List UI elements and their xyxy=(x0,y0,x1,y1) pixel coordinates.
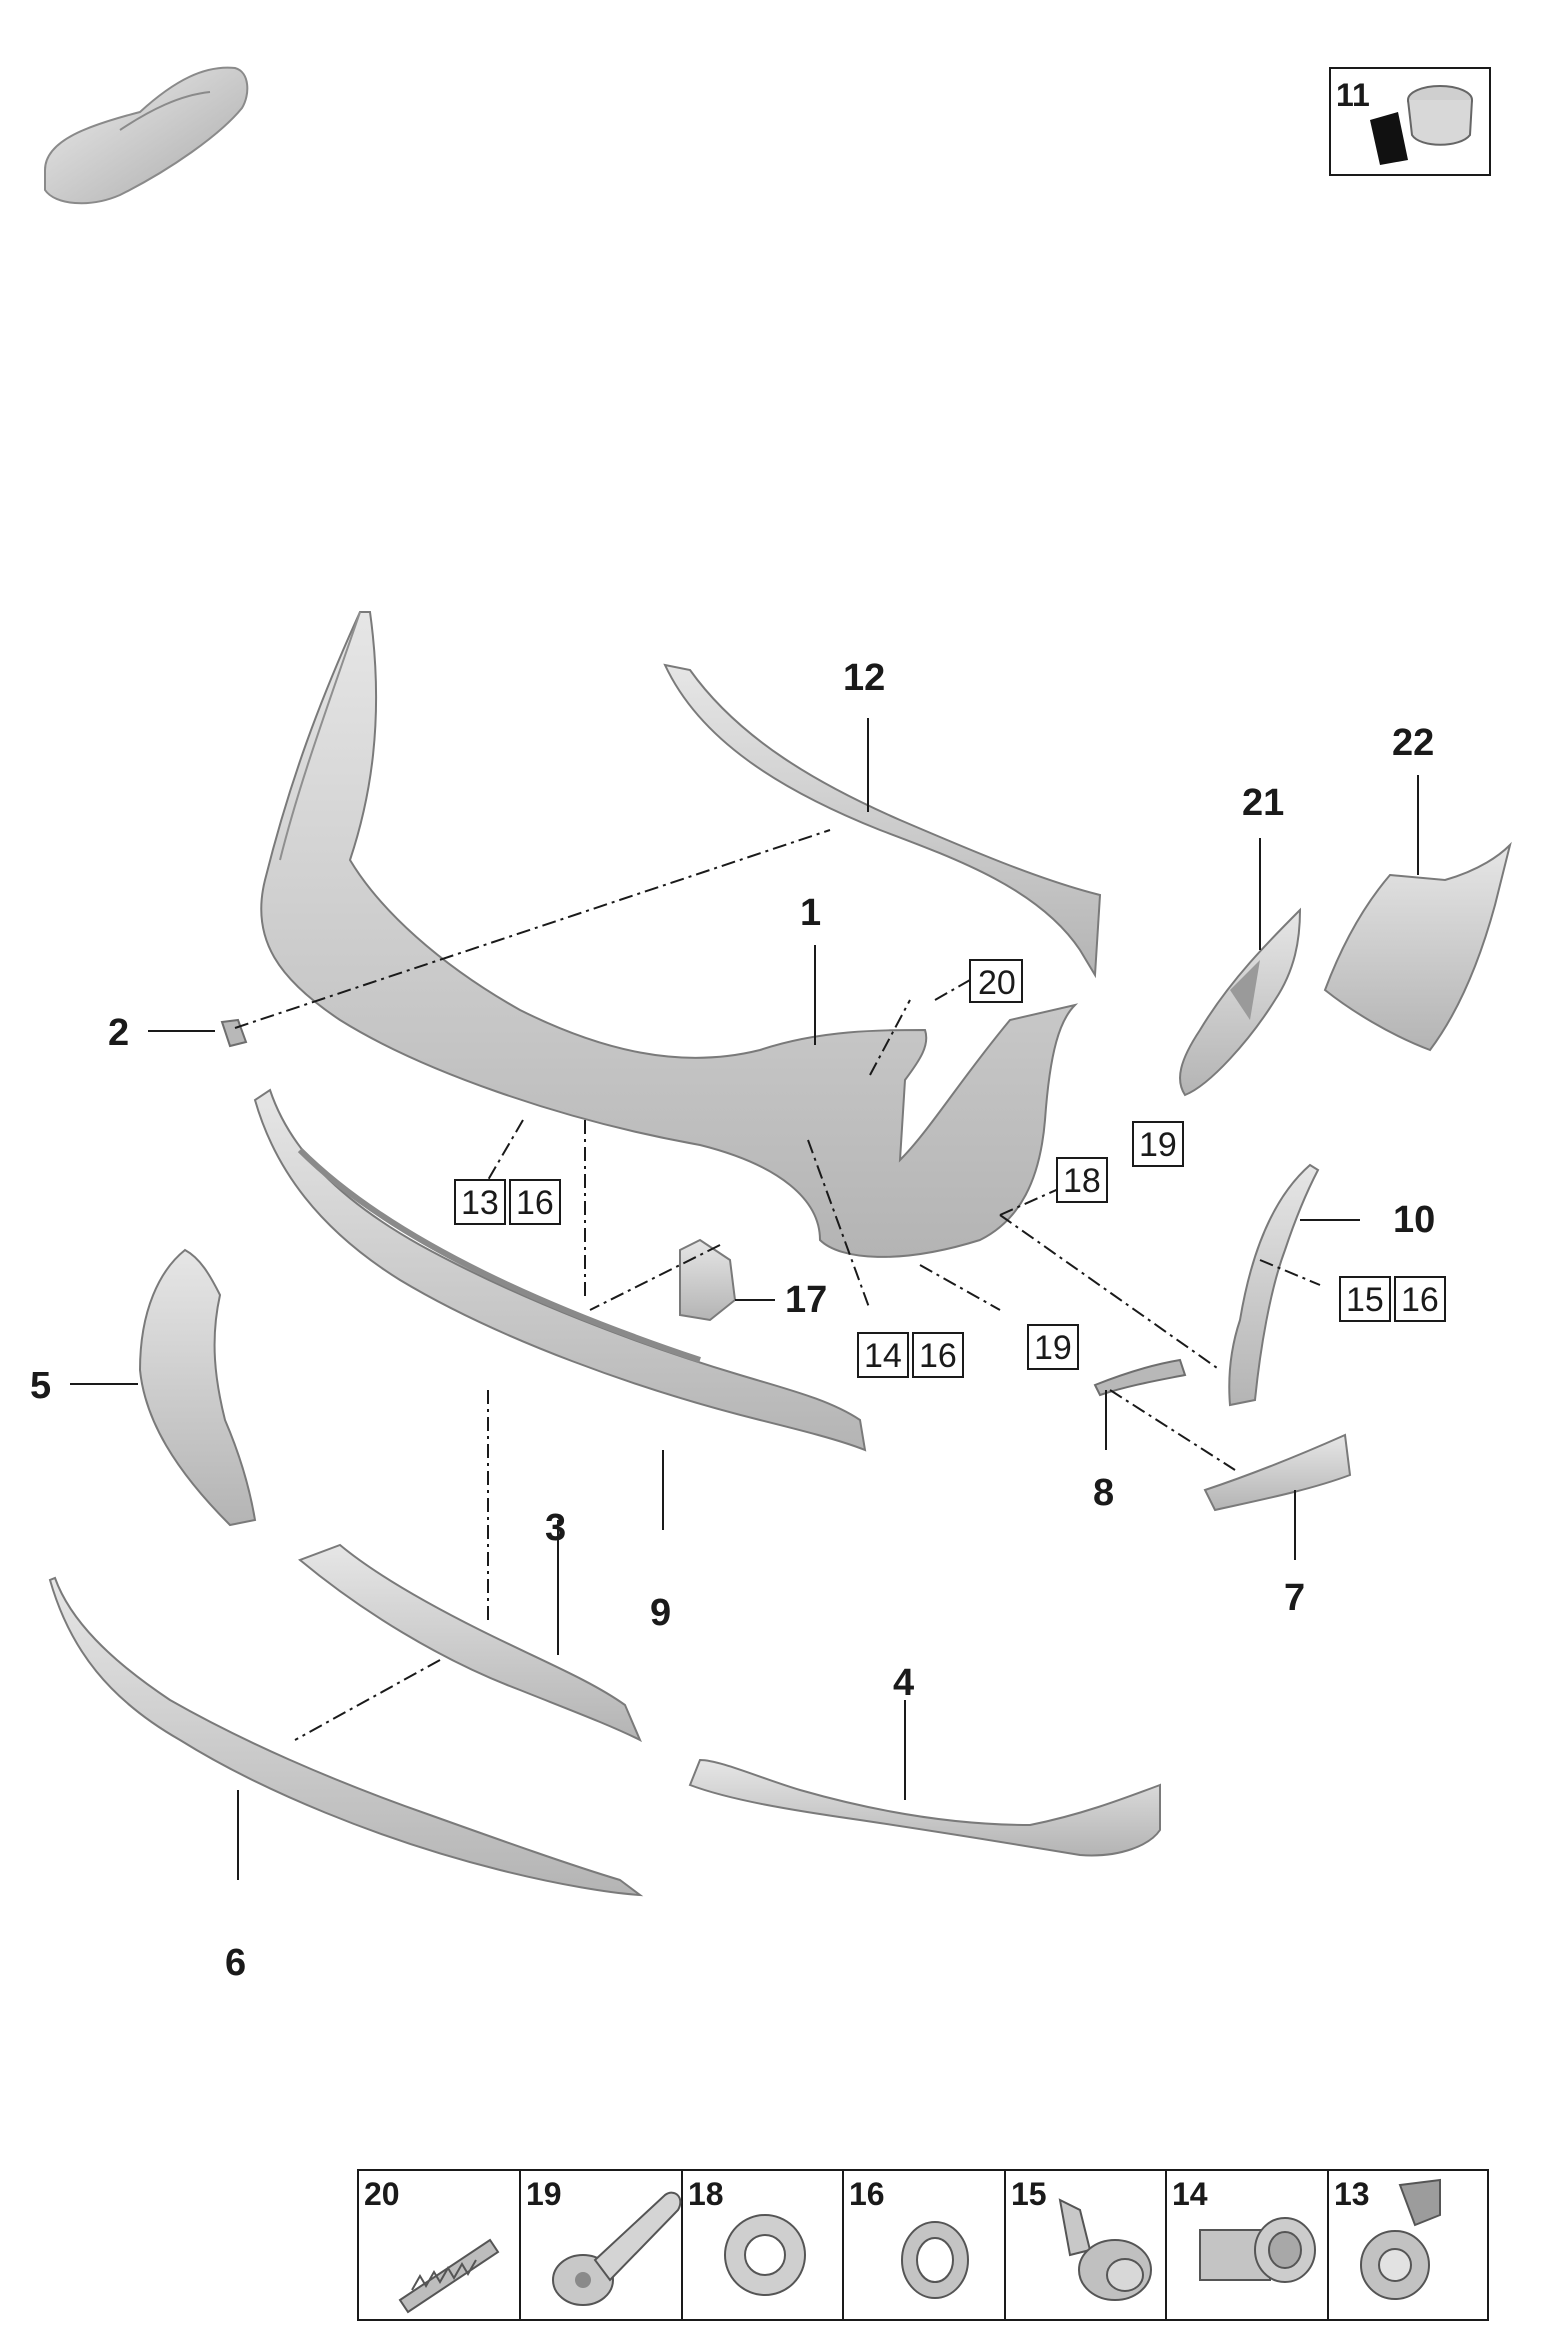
screw-icon xyxy=(552,2191,682,2306)
legend-item-18: 18 xyxy=(688,2176,806,2296)
part-12-upper-trim xyxy=(663,663,1102,979)
connection-lines xyxy=(234,829,1321,1741)
legend-item-15: 15 xyxy=(1011,2176,1152,2301)
part-2-clip xyxy=(220,1018,248,1048)
part-6-left-spoiler xyxy=(48,1576,644,1897)
boxed-references: 20 13 16 19 18 15 16 14 16 19 xyxy=(454,959,1446,1378)
part-10-side-trim xyxy=(1228,1163,1320,1407)
sensor-bracket-icon xyxy=(1360,2178,1441,2300)
callout-6: 6 xyxy=(225,1942,246,1984)
leader-lines xyxy=(70,718,1419,1880)
clip-strip-icon xyxy=(398,2238,500,2314)
svg-text:14: 14 xyxy=(1172,2176,1208,2212)
callout-2: 2 xyxy=(108,1012,129,1054)
sensor-holder-icon xyxy=(1199,2217,1316,2283)
vehicle-thumbnail-icon xyxy=(44,66,249,205)
ref-15: 15 xyxy=(1346,1281,1384,1319)
ref-16-b: 16 xyxy=(1401,1281,1439,1319)
ref-13: 13 xyxy=(461,1184,499,1222)
part-1-bumper-cover xyxy=(260,611,1079,1258)
callout-numbers: 1 2 3 4 5 6 7 8 9 10 12 17 21 22 xyxy=(30,657,1435,1984)
legend-item-20: 20 xyxy=(364,2176,500,2314)
part-22-bracket xyxy=(1323,841,1512,1052)
callout-17: 17 xyxy=(785,1279,827,1321)
callout-4: 4 xyxy=(893,1662,914,1704)
part-21-grille-insert xyxy=(1179,907,1302,1097)
part-17-bracket xyxy=(679,1238,737,1322)
svg-text:15: 15 xyxy=(1011,2176,1047,2212)
callout-3: 3 xyxy=(545,1507,566,1549)
callout-10: 10 xyxy=(1393,1199,1435,1241)
legend-item-13: 13 xyxy=(1334,2176,1441,2300)
svg-text:20: 20 xyxy=(364,2176,400,2212)
callout-12: 12 xyxy=(843,657,885,699)
sensor-icon xyxy=(1058,2198,1152,2301)
callout-7: 7 xyxy=(1284,1577,1305,1619)
ref-16-c: 16 xyxy=(919,1337,957,1375)
legend-item-16: 16 xyxy=(849,2176,969,2299)
callout-5: 5 xyxy=(30,1365,51,1407)
callout-22: 22 xyxy=(1392,722,1434,764)
ref-14: 14 xyxy=(864,1337,902,1375)
callout-1: 1 xyxy=(800,892,821,934)
ring-seal-icon xyxy=(901,2221,969,2299)
fastener-legend: 20 19 18 16 xyxy=(357,2169,1489,2321)
ref-19-a: 19 xyxy=(1139,1126,1177,1164)
retaining-ring-icon xyxy=(724,2214,806,2296)
part-3-center-spoiler xyxy=(298,1543,642,1743)
ref-19-b: 19 xyxy=(1034,1329,1072,1367)
svg-text:19: 19 xyxy=(526,2176,562,2212)
part-7-lower-bracket xyxy=(1203,1433,1352,1512)
legend-item-14: 14 xyxy=(1172,2176,1316,2283)
part-9-support-frame xyxy=(253,1088,867,1452)
part-5-left-vent xyxy=(138,1248,257,1527)
inset-label: 11 xyxy=(1336,77,1370,113)
ref-20: 20 xyxy=(978,964,1016,1002)
part-4-right-spoiler xyxy=(688,1758,1161,1857)
callout-21: 21 xyxy=(1242,782,1284,824)
callout-8: 8 xyxy=(1093,1472,1114,1514)
inset-part-11: 11 xyxy=(1329,67,1491,176)
legend-item-19: 19 xyxy=(526,2176,682,2306)
callout-9: 9 xyxy=(650,1592,671,1634)
svg-text:18: 18 xyxy=(688,2176,724,2212)
svg-text:16: 16 xyxy=(849,2176,885,2212)
ref-18: 18 xyxy=(1063,1162,1101,1200)
part-8-clip xyxy=(1093,1358,1187,1397)
svg-text:13: 13 xyxy=(1334,2176,1370,2212)
ref-16-a: 16 xyxy=(516,1184,554,1222)
